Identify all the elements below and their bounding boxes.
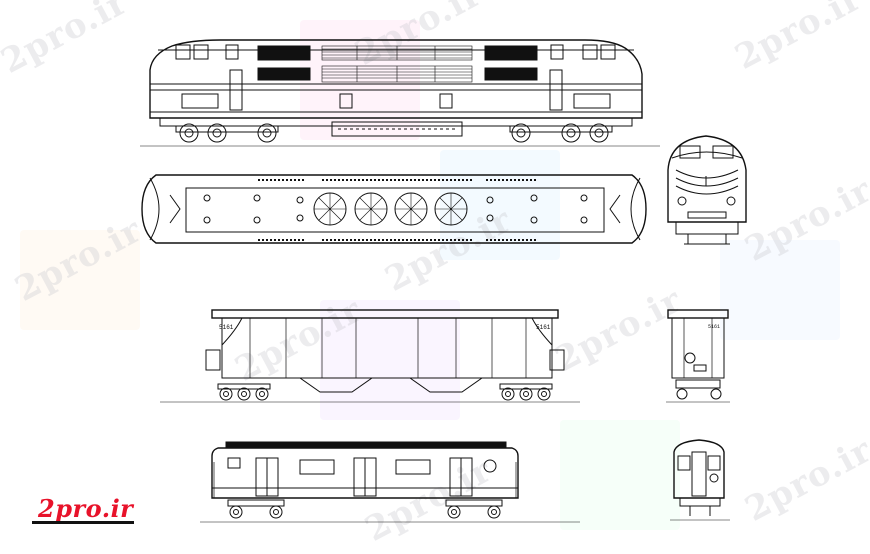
site-logo: 2pro.ir: [38, 494, 134, 523]
cooling-fan-icon: [313, 192, 347, 226]
hopper-car-end-view: 5161: [666, 309, 730, 403]
cooling-fan-icon: [434, 192, 468, 226]
logo-underline: [32, 521, 134, 524]
passenger-coach-end-view: [670, 439, 730, 521]
locomotive-side-elevation: [140, 39, 660, 147]
car-number-label: 5161: [536, 324, 551, 331]
passenger-coach-side-elevation: [200, 441, 580, 523]
car-number-label: 5161: [708, 324, 720, 330]
hopper-car-side-elevation: 5161 5161: [160, 309, 580, 403]
car-number-label: 5161: [219, 324, 234, 331]
locomotive-top-view: [141, 174, 647, 244]
cooling-fan-icon: [354, 192, 388, 226]
cooling-fan-icon: [394, 192, 428, 226]
locomotive-front-view: [667, 135, 747, 245]
